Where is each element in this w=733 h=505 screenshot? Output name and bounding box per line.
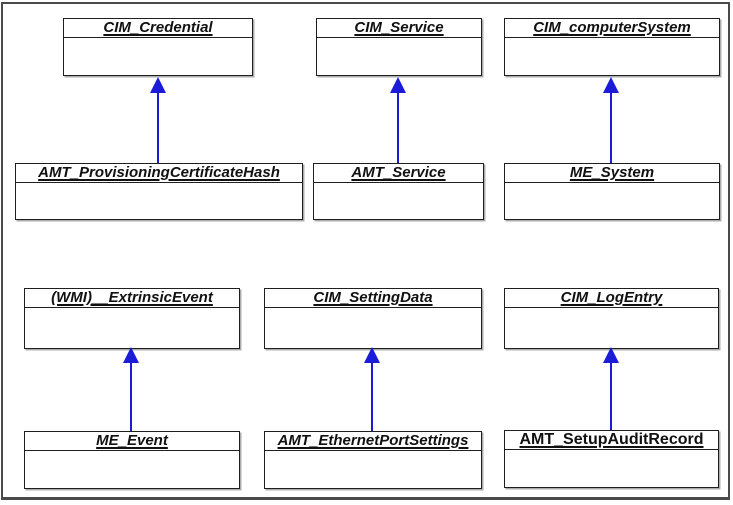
arrow-stem [130,363,132,431]
class-box-cim-computersystem: CIM_computerSystem [504,18,720,76]
class-box-me-event: ME_Event [24,431,240,489]
class-box-amt-ethernetportsettings: AMT_EthernetPortSettings [264,431,482,489]
arrow-head-icon [603,77,619,93]
class-box-me-system: ME_System [504,163,720,220]
class-box-amt-service: AMT_Service [313,163,484,220]
class-title: CIM_Credential [64,19,252,38]
class-box-cim-service: CIM_Service [316,18,482,76]
class-box-amt-setupauditrecord: AMT_SetupAuditRecord [504,430,719,488]
generalization-arrow [150,77,166,163]
class-box-amt-provisioningcertificatehash: AMT_ProvisioningCertificateHash [15,163,303,220]
arrow-stem [157,93,159,163]
class-title: AMT_Service [314,164,483,183]
class-title: AMT_EthernetPortSettings [265,432,481,451]
class-box-wmi-extrinsicevent: (WMI)__ExtrinsicEvent [24,288,240,349]
class-title: CIM_Service [317,19,481,38]
class-title: CIM_LogEntry [505,289,718,308]
generalization-arrow [364,347,380,431]
arrow-head-icon [364,347,380,363]
arrow-head-icon [150,77,166,93]
class-title: ME_System [505,164,719,183]
class-title: AMT_ProvisioningCertificateHash [16,164,302,183]
class-box-cim-credential: CIM_Credential [63,18,253,76]
arrow-head-icon [390,77,406,93]
generalization-arrow [390,77,406,163]
arrow-stem [397,93,399,163]
arrow-stem [371,363,373,431]
class-title: CIM_computerSystem [505,19,719,38]
arrow-stem [610,363,612,431]
generalization-arrow [603,77,619,163]
generalization-arrow [603,347,619,431]
class-box-cim-logentry: CIM_LogEntry [504,288,719,349]
arrow-head-icon [123,347,139,363]
arrow-stem [610,93,612,163]
class-box-cim-settingdata: CIM_SettingData [264,288,482,349]
class-title: ME_Event [25,432,239,451]
class-title: CIM_SettingData [265,289,481,308]
class-title: (WMI)__ExtrinsicEvent [25,289,239,308]
class-title: AMT_SetupAuditRecord [505,431,718,450]
arrow-head-icon [603,347,619,363]
generalization-arrow [123,347,139,431]
